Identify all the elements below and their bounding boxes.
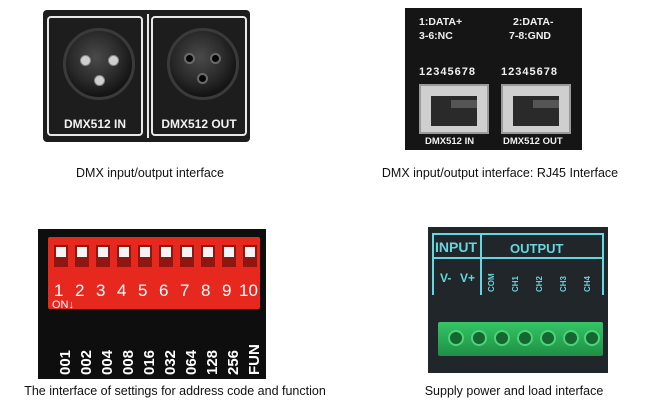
terminal-frame-line bbox=[602, 233, 604, 295]
xlr-out-label: DMX512 OUT bbox=[161, 117, 237, 131]
dip-number: 1 bbox=[54, 281, 64, 300]
terminal-v-minus-label: V- bbox=[440, 271, 452, 285]
xlr-male-socket bbox=[63, 28, 135, 100]
dip-code: 016 bbox=[141, 349, 158, 375]
terminal-screw bbox=[494, 330, 510, 346]
dip-knob bbox=[77, 247, 87, 257]
dip-code: 128 bbox=[204, 349, 221, 375]
rj45-jack-port bbox=[513, 96, 559, 126]
rj45-in-jack bbox=[419, 84, 489, 134]
dip-switch-2 bbox=[75, 245, 89, 267]
dip-code: 032 bbox=[162, 349, 179, 375]
terminal-channel-label: CH1 bbox=[511, 275, 520, 292]
dip-switch-6 bbox=[159, 245, 173, 267]
terminal-frame-line bbox=[432, 233, 434, 295]
xlr-in-label: DMX512 IN bbox=[63, 117, 127, 131]
terminal-v-plus-label: V+ bbox=[460, 271, 476, 285]
xlr-pin bbox=[108, 55, 119, 66]
dip-number: 7 bbox=[180, 281, 190, 300]
terminal-block-photo: INPUT OUTPUT V- V+ COM CH1 CH2 CH3 CH4 bbox=[428, 227, 608, 373]
dip-knob bbox=[140, 247, 150, 257]
xlr-divider bbox=[147, 14, 149, 138]
terminal-channel-label: CH2 bbox=[535, 275, 544, 292]
terminal-output-label: OUTPUT bbox=[510, 241, 564, 256]
xlr-connector-photo: DMX512 IN DMX512 OUT bbox=[43, 10, 250, 142]
xlr-pin bbox=[80, 55, 91, 66]
terminal-screw bbox=[563, 330, 579, 346]
dip-number: 2 bbox=[75, 281, 85, 300]
rj45-out-label: DMX512 OUT bbox=[503, 136, 563, 147]
terminal-screw bbox=[584, 330, 600, 346]
caption-dip: The interface of settings for address co… bbox=[24, 384, 326, 398]
terminal-channel-label: CH4 bbox=[583, 275, 592, 292]
terminal-channel-label: CH3 bbox=[559, 275, 568, 292]
dip-code: 002 bbox=[78, 349, 95, 375]
dip-code: 008 bbox=[120, 349, 137, 375]
terminal-screw bbox=[448, 330, 464, 346]
terminal-frame-line bbox=[432, 257, 604, 259]
dip-knob bbox=[182, 247, 192, 257]
dip-number: 9 bbox=[222, 281, 232, 300]
terminal-screw bbox=[517, 330, 533, 346]
dip-number: 8 bbox=[201, 281, 211, 300]
dip-code: 001 bbox=[57, 349, 74, 375]
caption-xlr: DMX input/output interface bbox=[76, 166, 224, 180]
dip-switch-5 bbox=[138, 245, 152, 267]
dip-knob bbox=[119, 247, 129, 257]
dip-code: 004 bbox=[99, 349, 116, 375]
dip-switch-9 bbox=[222, 245, 236, 267]
dip-number: 4 bbox=[117, 281, 127, 300]
rj45-jack-port bbox=[431, 96, 477, 126]
rj45-pin-numbers-in: 12345678 bbox=[419, 66, 476, 78]
dip-switch-10 bbox=[243, 245, 257, 267]
dip-code: 064 bbox=[183, 349, 200, 375]
rj45-pin-info-left-1: 1:DATA+ bbox=[419, 16, 463, 28]
dip-switch-4 bbox=[117, 245, 131, 267]
rj45-pin-info-left-2: 3-6:NC bbox=[419, 30, 453, 42]
terminal-screw bbox=[471, 330, 487, 346]
dip-switch-photo: 1 2 3 4 5 6 7 8 9 10 ON↓ 001 002 004 008… bbox=[38, 229, 266, 379]
xlr-hole bbox=[184, 53, 195, 64]
xlr-pin bbox=[94, 75, 105, 86]
dip-knob bbox=[203, 247, 213, 257]
xlr-in-frame: DMX512 IN bbox=[47, 16, 143, 136]
dip-number: 5 bbox=[138, 281, 148, 300]
dip-knob bbox=[224, 247, 234, 257]
rj45-jack-tab bbox=[533, 100, 559, 108]
dip-switch-7 bbox=[180, 245, 194, 267]
dip-knob bbox=[245, 247, 255, 257]
dip-switch-body: 1 2 3 4 5 6 7 8 9 10 ON↓ bbox=[48, 237, 260, 311]
rj45-jack-tab bbox=[451, 100, 477, 108]
dip-switch-3 bbox=[96, 245, 110, 267]
xlr-hole bbox=[197, 73, 208, 84]
xlr-hole bbox=[210, 53, 221, 64]
dip-number: 6 bbox=[159, 281, 169, 300]
dip-switch-1 bbox=[54, 245, 68, 267]
xlr-female-socket bbox=[167, 28, 239, 100]
dip-knob bbox=[98, 247, 108, 257]
caption-rj45: DMX input/output interface: RJ45 Interfa… bbox=[381, 166, 619, 180]
rj45-pin-numbers-out: 12345678 bbox=[501, 66, 558, 78]
dip-on-label: ON↓ bbox=[52, 299, 74, 311]
rj45-pin-info-right-2: 7-8:GND bbox=[509, 30, 552, 42]
green-terminal-block bbox=[438, 322, 603, 356]
terminal-frame-line bbox=[480, 233, 482, 295]
dip-code: 256 bbox=[225, 349, 242, 375]
rj45-out-jack bbox=[501, 84, 571, 134]
dip-code: FUN bbox=[246, 344, 263, 375]
rj45-in-label: DMX512 IN bbox=[425, 136, 475, 147]
caption-terminal: Supply power and load interface bbox=[424, 384, 604, 398]
dip-knob bbox=[56, 247, 66, 257]
dip-switch-8 bbox=[201, 245, 215, 267]
terminal-frame-line bbox=[432, 233, 604, 235]
terminal-input-label: INPUT bbox=[435, 239, 477, 255]
xlr-out-frame: DMX512 OUT bbox=[151, 16, 247, 136]
dip-number: 10 bbox=[239, 281, 258, 300]
rj45-connector-photo: 1:DATA+ 3-6:NC 2:DATA- 7-8:GND 12345678 … bbox=[405, 8, 582, 150]
terminal-channel-label: COM bbox=[487, 273, 496, 292]
dip-knob bbox=[161, 247, 171, 257]
terminal-screw bbox=[540, 330, 556, 346]
dip-number: 3 bbox=[96, 281, 106, 300]
rj45-pin-info-right-1: 2:DATA- bbox=[513, 16, 554, 28]
